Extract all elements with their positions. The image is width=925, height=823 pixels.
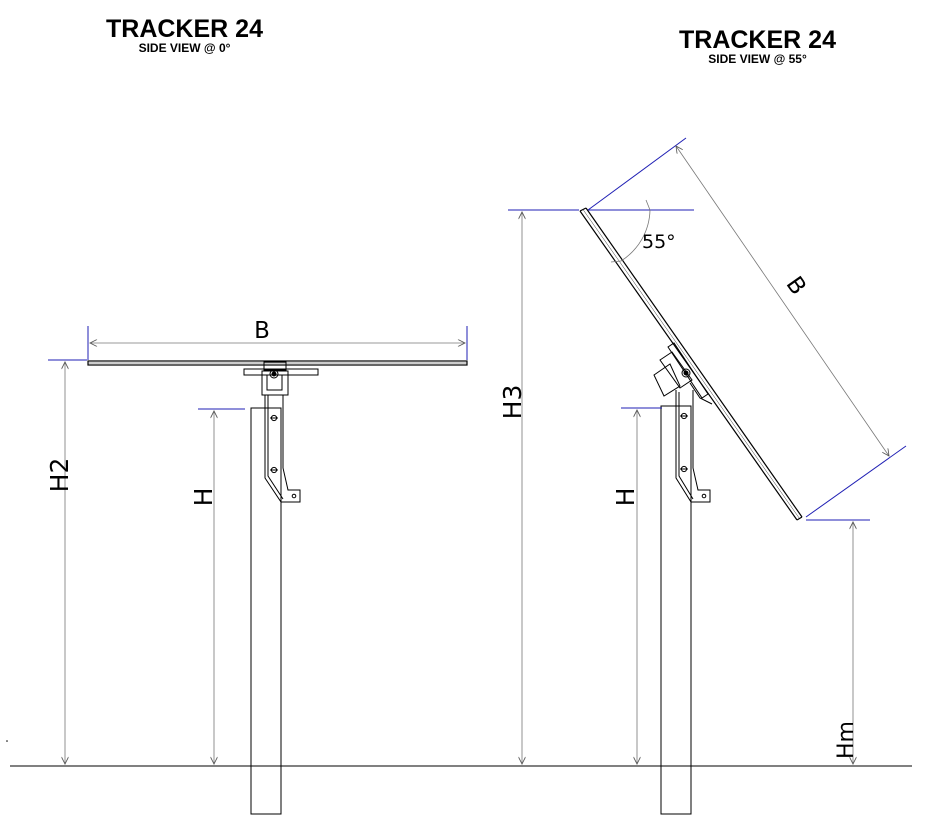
right-view-drawing: 55° B H3 H Hm <box>498 137 907 815</box>
right-label-h3: H3 <box>498 385 527 420</box>
left-label-b: B <box>254 318 270 344</box>
left-label-h: H <box>189 488 218 507</box>
right-view-title-block: TRACKER 24 SIDE VIEW @ 55° <box>650 27 865 66</box>
left-label-h2: H2 <box>45 458 74 493</box>
right-label-angle: 55° <box>642 231 676 253</box>
right-label-h: H <box>611 488 640 507</box>
left-view-title: TRACKER 24 <box>106 15 263 43</box>
right-dim-b <box>676 146 889 456</box>
left-view-subtitle: SIDE VIEW @ 0° <box>138 41 231 55</box>
right-view-subtitle: SIDE VIEW @ 55° <box>708 52 807 66</box>
left-post <box>250 407 282 815</box>
left-view-title-block: TRACKER 24 SIDE VIEW @ 0° <box>77 16 292 55</box>
left-mount-head <box>243 361 319 396</box>
right-ext-b-top <box>587 137 687 211</box>
right-label-hm: Hm <box>834 721 859 759</box>
right-label-b: B <box>781 272 811 300</box>
left-bracket <box>264 395 301 503</box>
left-view-drawing: B H2 H <box>45 318 468 815</box>
right-view-title: TRACKER 24 <box>679 26 836 54</box>
right-angle-arc <box>620 209 651 262</box>
ground-marker-dot <box>6 740 8 742</box>
right-ext-b-bottom <box>805 445 907 518</box>
right-bracket <box>675 390 711 503</box>
